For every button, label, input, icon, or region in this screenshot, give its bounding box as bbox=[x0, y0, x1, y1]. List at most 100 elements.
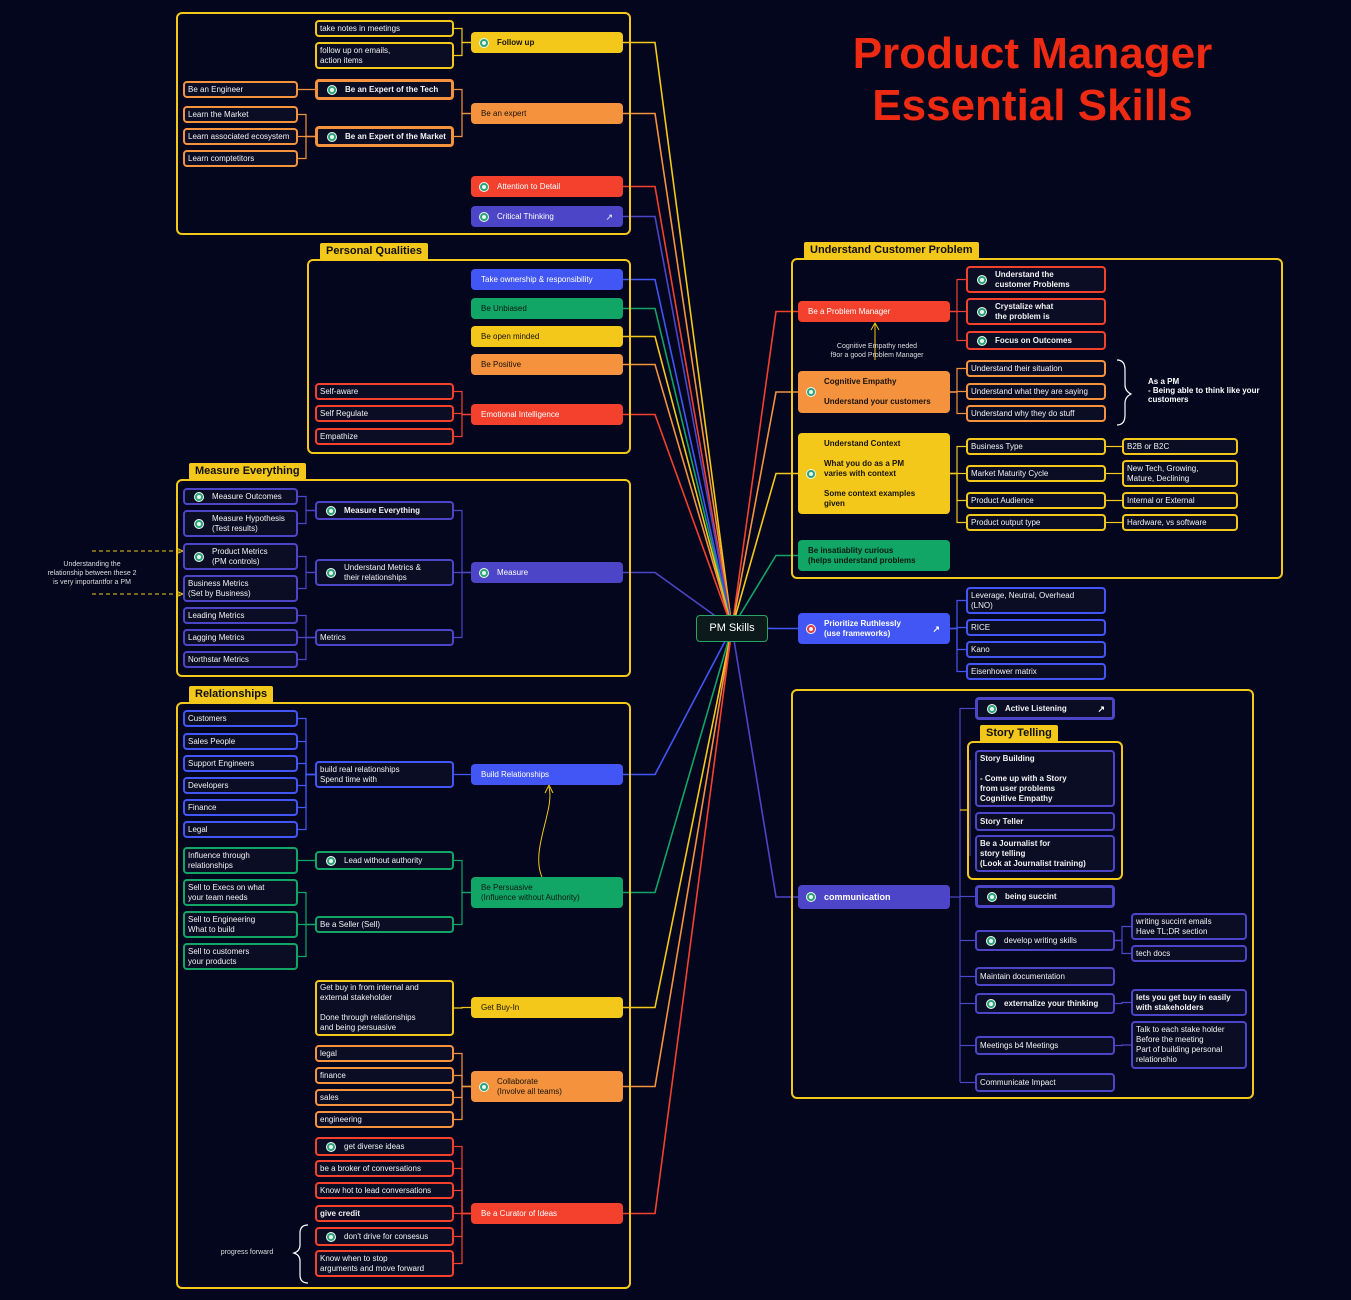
node-situation[interactable]: Understand their situation bbox=[966, 360, 1106, 377]
node-rice[interactable]: RICE bbox=[966, 619, 1106, 636]
node-communication[interactable]: communication bbox=[798, 885, 950, 909]
node-m-hyp[interactable]: Measure Hypothesis (Test results) bbox=[183, 510, 298, 537]
node-open[interactable]: Be open minded bbox=[471, 326, 623, 347]
node-lno[interactable]: Leverage, Neutral, Overhead (LNO) bbox=[966, 587, 1106, 614]
node-m-outcomes[interactable]: Measure Outcomes bbox=[183, 488, 298, 505]
node-self-reg[interactable]: Self Regulate bbox=[315, 405, 454, 422]
node-hot[interactable]: Know hot to lead conversations bbox=[315, 1182, 454, 1199]
node-buy-detail[interactable]: Get buy in from internal and external st… bbox=[315, 980, 454, 1036]
node-support[interactable]: Support Engineers bbox=[183, 755, 298, 772]
node-meetings[interactable]: Meetings b4 Meetings bbox=[975, 1036, 1115, 1055]
node-output[interactable]: Product output type bbox=[966, 514, 1106, 531]
node-measure[interactable]: Measure bbox=[471, 562, 623, 583]
node-emotional[interactable]: Emotional Intelligence bbox=[471, 404, 623, 425]
node-measure-everything[interactable]: Measure Everything bbox=[315, 501, 454, 520]
external-link-icon[interactable]: ↗ bbox=[605, 211, 613, 222]
node-positive[interactable]: Be Positive bbox=[471, 354, 623, 375]
node-learn-eco[interactable]: Learn associated ecosystem bbox=[183, 128, 298, 145]
node-sell-execs[interactable]: Sell to Execs on what your team needs bbox=[183, 879, 298, 906]
node-c-sales[interactable]: sales bbox=[315, 1089, 454, 1106]
node-tech-docs[interactable]: tech docs bbox=[1131, 945, 1247, 962]
node-sell-eng[interactable]: Sell to Engineering What to build bbox=[183, 911, 298, 938]
node-b2b[interactable]: B2B or B2C bbox=[1122, 438, 1238, 455]
node-influence[interactable]: Influence through relationships bbox=[183, 847, 298, 874]
node-succinct[interactable]: being succint bbox=[975, 885, 1115, 908]
node-externalize[interactable]: externalize your thinking bbox=[975, 993, 1115, 1014]
node-c-finance[interactable]: finance bbox=[315, 1067, 454, 1084]
node-c-eng[interactable]: engineering bbox=[315, 1111, 454, 1128]
node-developers[interactable]: Developers bbox=[183, 777, 298, 794]
node-stop[interactable]: Know when to stop arguments and move for… bbox=[315, 1250, 454, 1277]
node-maintain[interactable]: Maintain documentation bbox=[975, 967, 1115, 986]
node-expert-tech[interactable]: Be an Expert of the Tech bbox=[315, 79, 454, 100]
node-spend[interactable]: build real relationships Spend time with bbox=[315, 761, 454, 788]
node-expert-market[interactable]: Be an Expert of the Market bbox=[315, 126, 454, 147]
node-collaborate[interactable]: Collaborate (Involve all teams) bbox=[471, 1071, 623, 1102]
node-buy-easily[interactable]: lets you get buy in easily with stakehol… bbox=[1131, 989, 1247, 1016]
node-engineer[interactable]: Be an Engineer bbox=[183, 81, 298, 98]
node-impact[interactable]: Communicate Impact bbox=[975, 1073, 1115, 1092]
node-attention[interactable]: Attention to Detail bbox=[471, 176, 623, 197]
node-audience[interactable]: Product Audience bbox=[966, 492, 1106, 509]
node-why[interactable]: Understand why they do stuff bbox=[966, 405, 1106, 422]
node-metrics[interactable]: Metrics bbox=[315, 629, 454, 646]
node-listening[interactable]: Active Listening↗ bbox=[975, 697, 1115, 720]
node-legal[interactable]: Legal bbox=[183, 821, 298, 838]
node-learn-market[interactable]: Learn the Market bbox=[183, 106, 298, 123]
node-learn-comp[interactable]: Learn comptetitors bbox=[183, 150, 298, 167]
node-be-expert[interactable]: Be an expert bbox=[471, 103, 623, 124]
node-hw-sw[interactable]: Hardware, vs software bbox=[1122, 514, 1238, 531]
node-context[interactable]: Understand Context What you do as a PM v… bbox=[798, 433, 950, 514]
node-m-business[interactable]: Business Metrics (Set by Business) bbox=[183, 575, 298, 602]
node-empathize[interactable]: Empathize bbox=[315, 428, 454, 445]
node-saying[interactable]: Understand what they are saying bbox=[966, 383, 1106, 400]
node-outcomes[interactable]: Focus on Outcomes bbox=[966, 331, 1106, 350]
node-follow-emails[interactable]: follow up on emails, action items bbox=[315, 42, 454, 69]
node-critical[interactable]: Critical Thinking↗ bbox=[471, 206, 623, 227]
node-eisen[interactable]: Eisenhower matrix bbox=[966, 663, 1106, 680]
node-consensus[interactable]: don't drive for consesus bbox=[315, 1227, 454, 1246]
node-curator[interactable]: Be a Curator of Ideas bbox=[471, 1203, 623, 1224]
node-kano[interactable]: Kano bbox=[966, 641, 1106, 658]
node-take-notes[interactable]: take notes in meetings bbox=[315, 20, 454, 37]
external-link-icon[interactable]: ↗ bbox=[1097, 703, 1105, 714]
node-diverse[interactable]: get diverse ideas bbox=[315, 1137, 454, 1156]
node-northstar[interactable]: Northstar Metrics bbox=[183, 651, 298, 668]
node-prioritize[interactable]: Prioritize Ruthlessly (use frameworks)↗ bbox=[798, 613, 950, 644]
node-build-rel[interactable]: Build Relationships bbox=[471, 764, 623, 785]
node-m-understand[interactable]: Understand Metrics & their relationships bbox=[315, 559, 454, 586]
node-self-aware[interactable]: Self-aware bbox=[315, 383, 454, 400]
node-ownership[interactable]: Take ownership & responsibility bbox=[471, 269, 623, 290]
node-customers[interactable]: Customers bbox=[183, 710, 298, 727]
node-unbiased[interactable]: Be Unbiased bbox=[471, 298, 623, 319]
node-sell-cust[interactable]: Sell to customers your products bbox=[183, 943, 298, 970]
node-story-teller[interactable]: Story Teller bbox=[975, 812, 1115, 831]
node-u-problems[interactable]: Understand the customer Problems bbox=[966, 266, 1106, 293]
node-journalist[interactable]: Be a Journalist for story telling (Look … bbox=[975, 835, 1115, 872]
node-problem-mgr[interactable]: Be a Problem Manager bbox=[798, 301, 950, 322]
node-c-legal[interactable]: legal bbox=[315, 1045, 454, 1062]
node-crystalize[interactable]: Crystalize what the problem is bbox=[966, 298, 1106, 325]
external-link-icon[interactable]: ↗ bbox=[932, 623, 940, 634]
node-writing[interactable]: develop writing skills bbox=[975, 930, 1115, 951]
node-lagging[interactable]: Lagging Metrics bbox=[183, 629, 298, 646]
node-leading[interactable]: Leading Metrics bbox=[183, 607, 298, 624]
node-story-building[interactable]: Story Building - Come up with a Story fr… bbox=[975, 750, 1115, 807]
node-cog[interactable]: Cognitive Empathy Understand your custom… bbox=[798, 371, 950, 413]
root-node[interactable]: PM Skills bbox=[696, 615, 768, 642]
node-follow-up[interactable]: Follow up bbox=[471, 32, 623, 53]
node-new-tech[interactable]: New Tech, Growing, Mature, Declining bbox=[1122, 460, 1238, 487]
node-lead-without[interactable]: Lead without authority bbox=[315, 851, 454, 870]
node-maturity[interactable]: Market Maturity Cycle bbox=[966, 465, 1106, 482]
node-credit[interactable]: give credit bbox=[315, 1205, 454, 1222]
node-emails[interactable]: writing succint emails Have TL;DR sectio… bbox=[1131, 913, 1247, 940]
node-int-ext[interactable]: Internal or External bbox=[1122, 492, 1238, 509]
node-curious[interactable]: Be insatiablity curious (helps understan… bbox=[798, 540, 950, 571]
node-sales-people[interactable]: Sales People bbox=[183, 733, 298, 750]
node-seller[interactable]: Be a Seller (Sell) bbox=[315, 916, 454, 933]
node-finance[interactable]: Finance bbox=[183, 799, 298, 816]
node-buy-in[interactable]: Get Buy-In bbox=[471, 997, 623, 1018]
node-broker[interactable]: be a broker of conversations bbox=[315, 1160, 454, 1177]
node-talk[interactable]: Talk to each stake holder Before the mee… bbox=[1131, 1021, 1247, 1069]
node-biz-type[interactable]: Business Type bbox=[966, 438, 1106, 455]
